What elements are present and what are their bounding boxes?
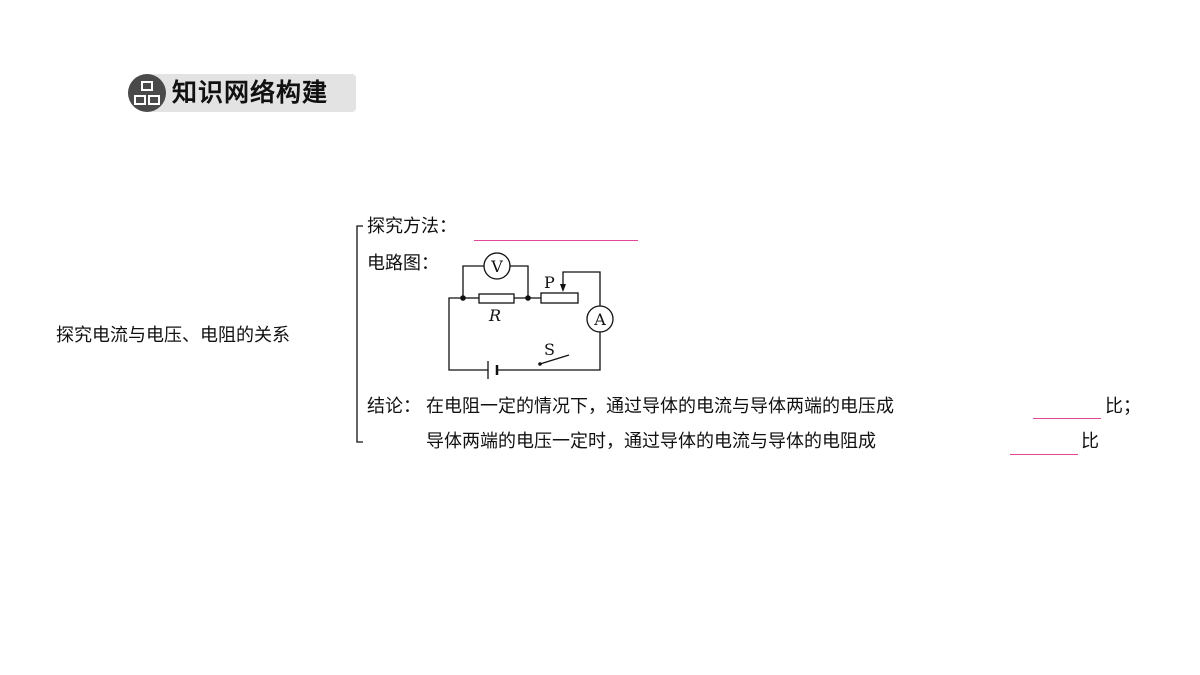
voltmeter <box>483 252 511 280</box>
ammeter-symbol: A <box>593 310 606 329</box>
bracket <box>356 225 363 443</box>
conclusion-blank-1[interactable] <box>1033 418 1101 419</box>
slider-arrow <box>560 284 566 292</box>
conclusion-line1-end: 比； <box>1105 396 1141 417</box>
circuit-diagram <box>448 265 601 371</box>
conclusion-blank-2[interactable] <box>1010 454 1078 455</box>
section-title: 知识网络构建 <box>172 78 329 107</box>
slider-label: P <box>544 273 555 292</box>
section-header: 知识网络构建 <box>128 74 356 112</box>
ammeter <box>586 305 614 333</box>
resistor <box>478 293 515 304</box>
method-blank[interactable] <box>474 240 638 241</box>
resistor-label: R <box>488 306 501 325</box>
switch-pivot <box>538 362 542 366</box>
junction-node <box>525 295 531 301</box>
junction-node <box>460 295 466 301</box>
voltmeter-symbol: V <box>490 257 503 276</box>
conclusion-line2-end: 比 <box>1081 431 1099 452</box>
topic-label: 探究电流与电压、电阻的关系 <box>56 325 290 346</box>
circuit-label: 电路图： <box>367 253 439 274</box>
method-label: 探究方法： <box>367 216 457 237</box>
rheostat <box>540 292 579 304</box>
org-chart-icon <box>128 74 166 112</box>
conclusion-line1-text: 在电阻一定的情况下，通过导体的电流与导体两端的电压成 <box>426 396 894 417</box>
conclusion-line2-text: 导体两端的电压一定时，通过导体的电流与导体的电阻成 <box>426 431 876 452</box>
conclusion-label: 结论： <box>367 396 421 417</box>
switch-label: S <box>544 340 555 359</box>
